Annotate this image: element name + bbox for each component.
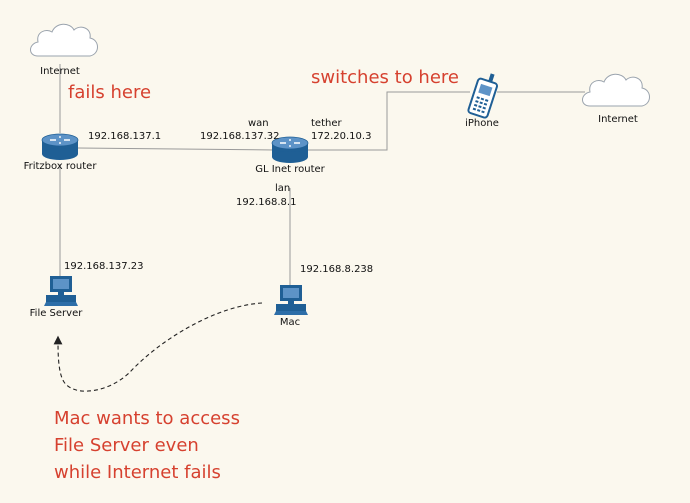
router-icon <box>271 136 309 163</box>
computer-icon <box>44 276 78 306</box>
connections <box>59 64 585 285</box>
wan-ip-label: 192.168.137.32 <box>200 131 280 142</box>
switches-to-here-annotation: switches to here <box>311 67 459 88</box>
wan-label: wan <box>248 118 269 129</box>
tether-ip-label: 172.20.10.3 <box>311 131 371 142</box>
cloud-icon <box>30 23 98 57</box>
fails-here-annotation: fails here <box>68 82 151 103</box>
tether-label: tether <box>311 118 342 129</box>
note-line-2: File Server even <box>54 435 199 456</box>
lan-label: lan <box>275 183 290 194</box>
fritzbox-ip-label: 192.168.137.1 <box>88 131 161 142</box>
node-label-internet-left: Internet <box>40 66 80 77</box>
file-server-ip-label: 192.168.137.23 <box>64 261 144 272</box>
node-label-mac: Mac <box>280 317 300 328</box>
mac-ip-label: 192.168.8.238 <box>300 264 373 275</box>
computer-icon <box>274 285 308 315</box>
access-path-arrow <box>53 302 263 392</box>
router-icon <box>41 133 79 160</box>
node-label-fritzbox: Fritzbox router <box>24 161 98 172</box>
cloud-icon <box>582 73 650 107</box>
node-label-internet-right: Internet <box>598 114 638 125</box>
link-glinet-iphone <box>305 91 470 151</box>
node-label-iphone: iPhone <box>465 118 499 129</box>
node-label-file-server: File Server <box>30 308 84 319</box>
note-line-3: while Internet fails <box>54 462 221 483</box>
lan-ip-label: 192.168.8.1 <box>236 197 296 208</box>
note-line-1: Mac wants to access <box>54 408 240 429</box>
phone-icon <box>467 73 499 119</box>
node-label-gl-inet: GL Inet router <box>255 164 325 175</box>
link-fritzbox-glinet <box>77 147 276 151</box>
